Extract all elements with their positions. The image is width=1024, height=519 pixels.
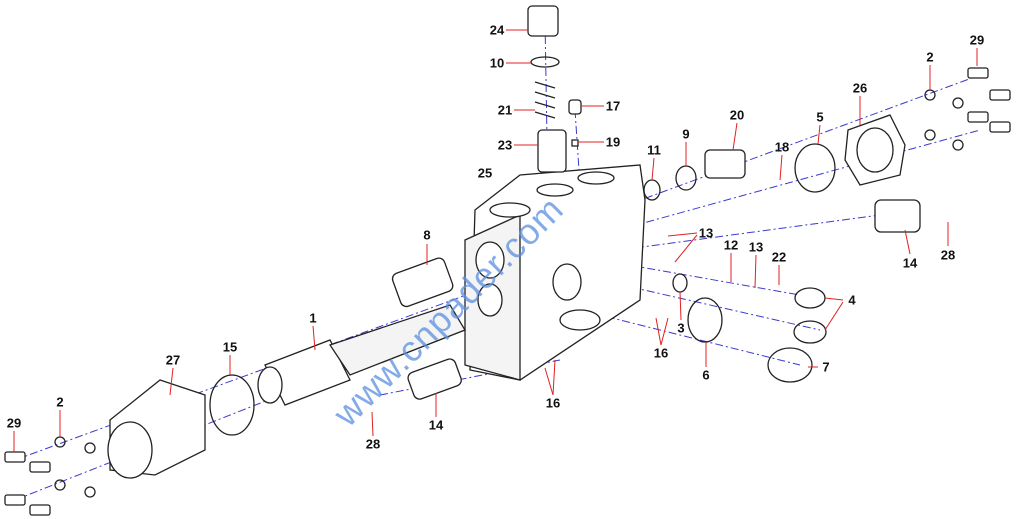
part-label: 6 [702,367,710,383]
part-label: 10 [489,55,505,71]
plug-24 [527,5,559,37]
part-label: 24 [489,22,505,38]
part-label: 27 [165,352,181,368]
part-label: 13 [748,239,764,255]
part-label: 4 [848,292,856,308]
part-label: 9 [682,126,690,142]
part-label: 15 [222,339,238,355]
part-label: 19 [605,134,621,150]
leader-lines [13,29,978,452]
part-label: 28 [365,436,381,452]
part-label: 2 [926,49,934,65]
part-label: 21 [497,102,513,118]
part-label: 18 [774,139,790,155]
part-label: 25 [477,165,493,181]
part-label: 8 [423,227,431,243]
part-label: 3 [677,320,685,336]
part-label: 16 [653,345,669,361]
part-label: 23 [497,137,513,153]
part-label: 2 [56,394,64,410]
part-label: 14 [902,255,918,271]
part-label: 14 [428,417,444,433]
part-label: 20 [729,107,745,123]
part-label: 12 [723,237,739,253]
part-label: 28 [940,247,956,263]
part-label: 17 [605,98,621,114]
part-label: 29 [6,415,22,431]
part-label: 13 [698,225,714,241]
parts [4,5,1011,516]
part-label: 22 [771,249,787,265]
part-label: 5 [816,109,824,125]
part-label: 11 [647,142,661,158]
part-label: 26 [852,80,868,96]
bolts [4,67,1011,516]
part-label: 7 [822,359,830,375]
part-label: 16 [545,395,561,411]
part-label: 29 [969,32,985,48]
part-label: 1 [309,310,317,326]
